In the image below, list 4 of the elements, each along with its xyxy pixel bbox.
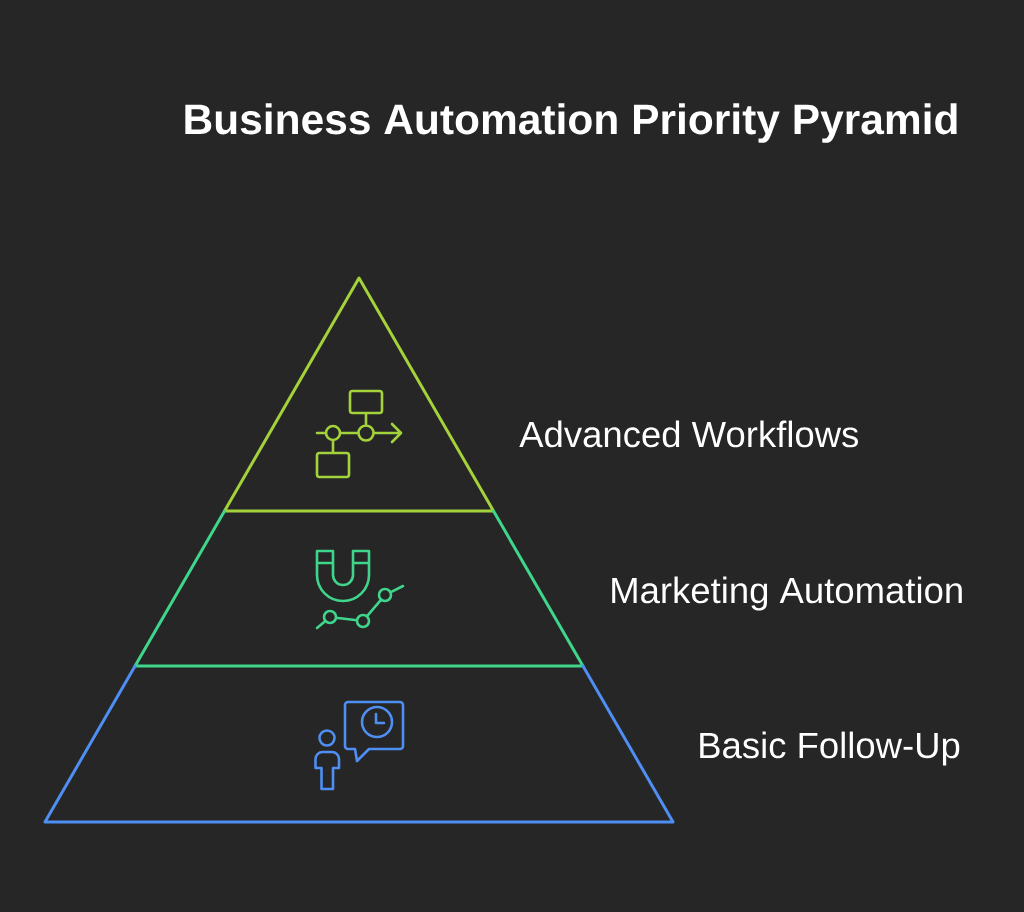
tier-label: Marketing Automation	[612, 576, 962, 611]
tier-label: Basic Follow-Up	[700, 731, 960, 766]
tier-label: Advanced Workflows	[519, 420, 858, 448]
title: Business Automation Priority Pyramid	[185, 103, 957, 143]
